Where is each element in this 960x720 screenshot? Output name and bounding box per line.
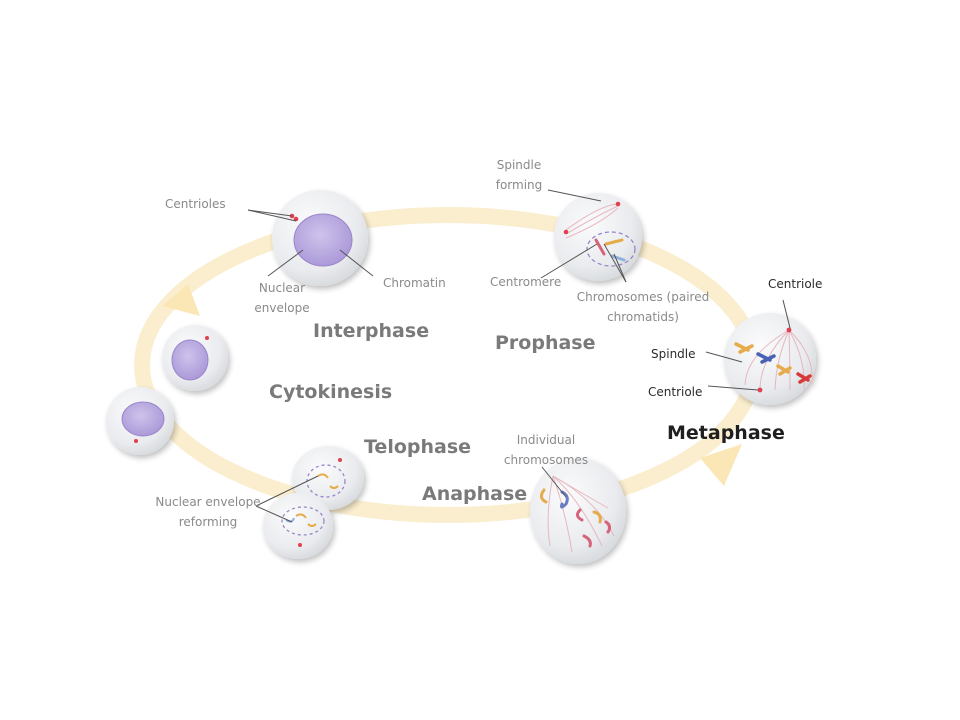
cytokinesis-cell-upper-icon: [162, 325, 228, 391]
label-nuclear-envelope-reforming-line1: Nuclear envelope: [155, 495, 261, 509]
label-nuclear-envelope-reforming: Nuclear envelope reforming: [148, 492, 268, 532]
label-centrioles: Centrioles: [165, 197, 226, 211]
label-spindle-forming-line2: forming: [495, 178, 543, 192]
phase-title-cytokinesis: Cytokinesis: [269, 381, 393, 403]
nucleus-icon: [293, 213, 353, 267]
spindle-fiber-icon: [565, 203, 619, 239]
label-nuclear-envelope-line2: envelope: [254, 301, 310, 315]
prophase-cell-icon: [554, 193, 642, 281]
label-centriole-bottom: Centriole: [648, 385, 703, 399]
phase-title-prophase: Prophase: [495, 332, 596, 354]
label-nuclear-envelope-line1: Nuclear: [258, 281, 306, 295]
metaphase-cell-icon: [724, 313, 816, 405]
label-chromosomes-paired: Chromosomes (paired chromatids): [564, 287, 722, 327]
label-individual-chromosomes: Individual chromosomes: [498, 430, 594, 470]
label-spindle: Spindle: [651, 347, 696, 361]
label-spindle-forming: Spindle forming: [487, 155, 551, 195]
label-nuclear-envelope: Nuclear envelope: [248, 278, 316, 318]
label-centromere: Centromere: [490, 275, 562, 289]
cycle-arrow-icon: [134, 207, 762, 523]
label-chromosomes-paired-line2: chromatids): [607, 310, 679, 324]
label-individual-chromosomes-line1: Individual: [516, 433, 576, 447]
label-chromosomes-paired-line1: Chromosomes (paired: [576, 290, 710, 304]
label-chromatin: Chromatin: [383, 276, 446, 290]
leader-lines: [247, 189, 791, 523]
interphase-cell-icon: [272, 190, 368, 286]
phase-title-interphase: Interphase: [313, 320, 430, 342]
telophase-cell-icon: [263, 446, 364, 559]
label-individual-chromosomes-line2: chromosomes: [503, 453, 589, 467]
phase-title-metaphase: Metaphase: [667, 422, 785, 444]
chromosome-icon: [539, 488, 612, 548]
label-centriole-top: Centriole: [768, 277, 823, 291]
label-nuclear-envelope-reforming-line2: reforming: [178, 515, 238, 529]
chromosome-icon: [734, 342, 812, 384]
phase-title-anaphase: Anaphase: [422, 483, 528, 505]
cytokinesis-cell-lower-icon: [106, 387, 174, 455]
phase-title-telophase: Telophase: [364, 436, 472, 458]
anaphase-cell-icon: [530, 458, 626, 564]
label-spindle-forming-line1: Spindle: [496, 158, 542, 172]
